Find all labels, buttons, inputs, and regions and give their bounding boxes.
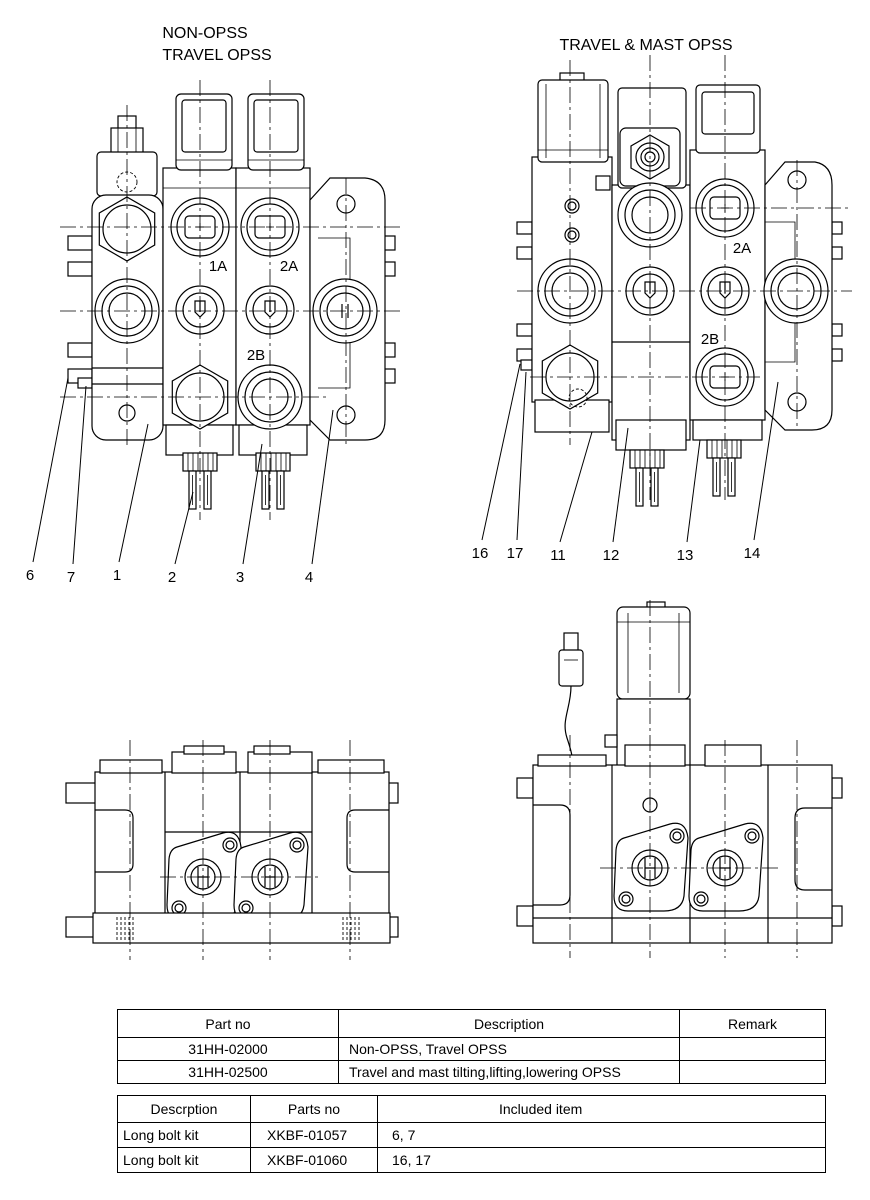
callout-1: 1 [113, 567, 121, 584]
outlet-end-plate [763, 161, 833, 431]
header-parts-no: Parts no [250, 1095, 378, 1123]
outlet-end-plate [309, 177, 386, 441]
bolt-kit-table: Descrption Parts no Included item Long b… [117, 1095, 826, 1173]
cell-part-no: 31HH-02500 [117, 1060, 339, 1084]
header-description: Description [338, 1009, 680, 1038]
solenoid-connector-plug [558, 632, 584, 769]
port-label-2a: 2A [280, 258, 298, 275]
travel-mast-opss-valve-top-view: 2A 2B 16 17 11 12 13 14 [472, 55, 852, 564]
callout-4: 4 [305, 569, 313, 586]
inlet-section [91, 194, 164, 441]
non-opss-valve-top-view: 1A 2A 2B 6 7 1 2 3 4 [26, 80, 400, 586]
port-label-1a: 1A [209, 258, 227, 275]
table-header-row: Part no Description Remark [117, 1009, 826, 1038]
callout-2: 2 [168, 569, 176, 586]
cell-description: Travel and mast tilting,lifting,lowering… [338, 1060, 680, 1084]
valve-drawing: NON-OPSS TRAVEL OPSS TRAVEL & MAST OPSS [26, 25, 852, 960]
cell-parts-no: XKBF-01057 [250, 1122, 378, 1148]
table-row: Long bolt kit XKBF-01060 16, 17 [117, 1147, 826, 1173]
solenoid-2 [247, 93, 305, 171]
part-number-table: Part no Description Remark 31HH-02000 No… [117, 1009, 826, 1084]
port-label-2a: 2A [733, 240, 751, 257]
table-row: Long bolt kit XKBF-01057 6, 7 [117, 1122, 826, 1148]
tie-bolt-ends-right [831, 221, 843, 362]
solenoid-1 [175, 93, 233, 171]
spool-section-1 [162, 93, 237, 456]
cell-included-item: 16, 17 [377, 1147, 826, 1173]
solenoid-coil [616, 601, 691, 700]
header-part-no: Part no [117, 1009, 339, 1038]
callout-16: 16 [472, 545, 489, 562]
travel-mast-opss-valve-side-view [516, 600, 843, 958]
tie-bolt-ends-left [67, 235, 93, 389]
callout-12: 12 [603, 547, 620, 564]
spool-section-2 [235, 93, 311, 456]
spool-section-1 [611, 87, 691, 451]
centerlines-side-left [129, 740, 351, 960]
title-travel-mast-opss: TRAVEL & MAST OPSS [559, 37, 732, 54]
connector-2 [706, 439, 742, 497]
title-travel-opss: TRAVEL OPSS [162, 47, 271, 64]
cell-part-no: 31HH-02000 [117, 1037, 339, 1061]
table-row: 31HH-02500 Travel and mast tilting,lifti… [117, 1060, 826, 1084]
title-non-opss: NON-OPSS [162, 25, 247, 42]
tie-bolt-ends [516, 777, 843, 927]
port-label-2b: 2B [247, 347, 265, 364]
centerlines-side-right [569, 600, 798, 958]
header-description: Descrption [117, 1095, 251, 1123]
callout-11: 11 [550, 547, 566, 564]
inlet-section [531, 72, 613, 433]
solenoid-inlet [537, 72, 609, 163]
spool-section-2 [689, 84, 766, 441]
cell-included-item: 6, 7 [377, 1122, 826, 1148]
table-header-row: Descrption Parts no Included item [117, 1095, 826, 1123]
base-plate [92, 912, 391, 944]
centerlines-top-right [517, 55, 852, 500]
cell-description: Non-OPSS, Travel OPSS [338, 1037, 680, 1061]
header-remark: Remark [679, 1009, 826, 1038]
cell-remark [679, 1060, 826, 1084]
non-opss-valve-side-view [65, 740, 399, 960]
header-included-item: Included item [377, 1095, 826, 1123]
cell-remark [679, 1037, 826, 1061]
cell-description: Long bolt kit [117, 1147, 251, 1173]
callout-13: 13 [677, 547, 694, 564]
tie-bolt-ends-left [516, 221, 533, 371]
cell-parts-no: XKBF-01060 [250, 1147, 378, 1173]
leader-lines-left [32, 377, 334, 565]
callout-14: 14 [744, 545, 761, 562]
table-row: 31HH-02000 Non-OPSS, Travel OPSS [117, 1037, 826, 1061]
solenoid-2 [695, 84, 761, 154]
callout-7: 7 [67, 569, 75, 586]
connector-1 [629, 449, 665, 507]
callout-17: 17 [507, 545, 524, 562]
callout-3: 3 [236, 569, 244, 586]
centerlines-top-left [60, 80, 400, 520]
solenoid-1 [617, 87, 687, 189]
leader-lines-right [481, 363, 779, 543]
cell-description: Long bolt kit [117, 1122, 251, 1148]
connector-2 [255, 452, 291, 510]
callout-6: 6 [26, 567, 34, 584]
port-label-2b: 2B [701, 331, 719, 348]
